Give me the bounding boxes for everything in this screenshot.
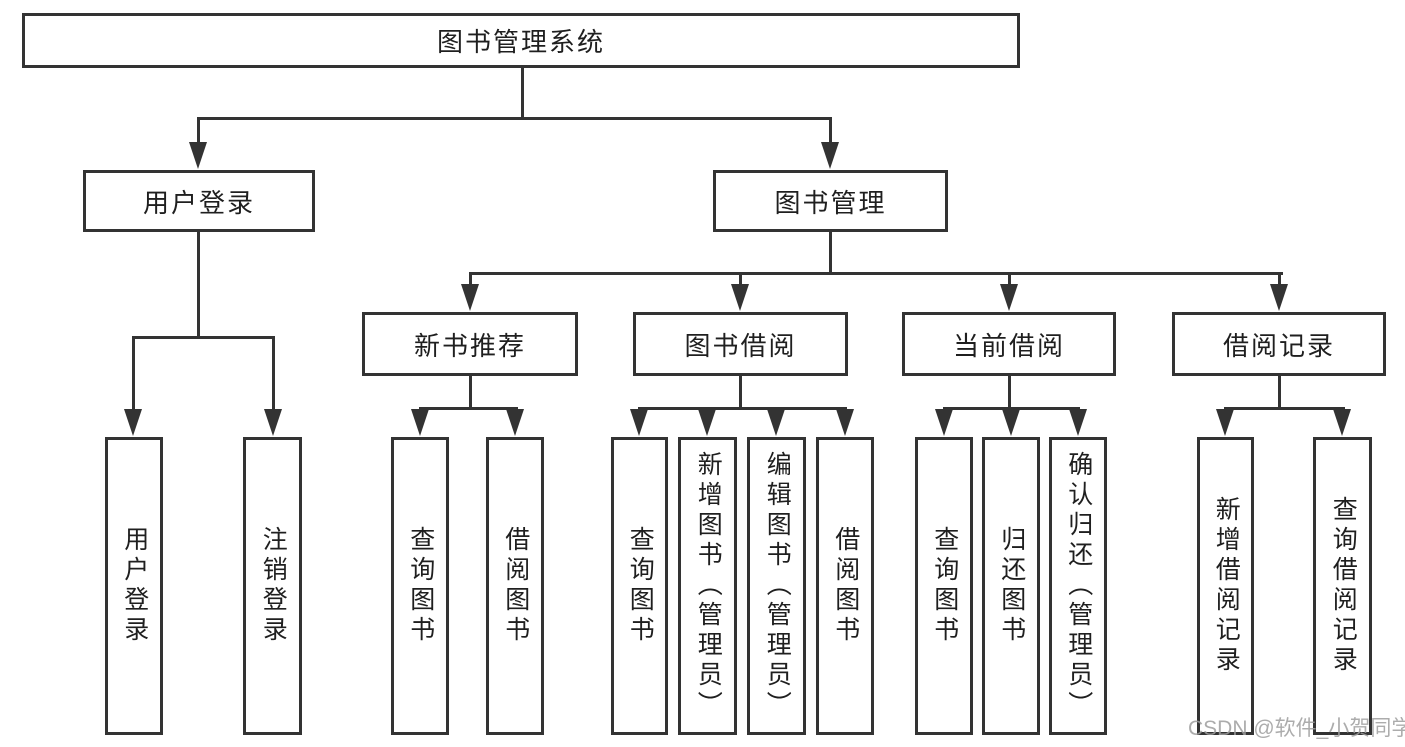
node-user-login-group: 用户登录 [83,170,315,232]
connector [1224,407,1345,410]
connector [1008,273,1011,287]
node-new-book-recommend: 新书推荐 [362,312,578,376]
arrow-down-icon [1069,409,1087,436]
node-label: 新增图书（管理员） [694,451,723,721]
leaf-edit-books-admin: 编辑图书（管理员） [747,437,806,735]
connector [132,338,135,412]
arrow-down-icon [935,409,953,436]
node-label: 新书推荐 [413,330,526,361]
leaf-borrow-books: 借阅图书 [816,437,874,735]
node-label: 注销登录 [259,526,288,646]
leaf-confirm-return-admin: 确认归还（管理员） [1049,437,1107,735]
connector [197,231,200,337]
node-book-management: 图书管理 [713,170,948,232]
node-label: 查询图书 [930,526,959,646]
node-label: 查询借阅记录 [1329,496,1358,676]
leaf-query-borrow-record: 查询借阅记录 [1313,437,1372,735]
connector [1278,375,1281,408]
arrow-down-icon [836,409,854,436]
arrow-down-icon [1216,409,1234,436]
node-root-library-management-system: 图书管理系统 [22,13,1020,68]
connector [638,407,847,410]
connector [132,336,275,339]
connector [272,338,275,412]
connector [829,118,832,146]
connector [197,117,832,120]
leaf-query-books: 查询图书 [915,437,973,735]
node-label: 查询图书 [626,526,655,646]
connector [419,407,518,410]
node-borrow-records: 借阅记录 [1172,312,1386,376]
leaf-query-books: 查询图书 [611,437,668,735]
csdn-watermark: CSDN @软件_小贺同学 [1188,717,1405,740]
node-label: 图书管理 [774,187,887,218]
arrow-down-icon [1000,284,1018,311]
node-label: 借阅记录 [1222,330,1335,361]
node-label: 当前借阅 [952,330,1065,361]
arrow-down-icon [461,284,479,311]
connector [521,67,524,119]
connector [469,272,1283,275]
node-label: 借阅图书 [501,526,530,646]
connector [739,375,742,408]
node-label: 用户登录 [142,187,255,218]
connector [1008,375,1011,408]
arrow-down-icon [1002,409,1020,436]
node-label: 新增借阅记录 [1212,496,1241,676]
node-label: 用户登录 [120,526,149,646]
connector [829,231,832,273]
arrow-down-icon [630,409,648,436]
connector [739,273,742,287]
arrow-down-icon [124,409,142,436]
connector [469,375,472,408]
leaf-return-books: 归还图书 [982,437,1040,735]
arrow-down-icon [506,409,524,436]
node-label: 归还图书 [997,526,1026,646]
connector [1278,273,1281,287]
node-label: 借阅图书 [831,526,860,646]
arrow-down-icon [698,409,716,436]
connector [943,407,1080,410]
leaf-add-books-admin: 新增图书（管理员） [678,437,737,735]
node-current-borrow: 当前借阅 [902,312,1116,376]
node-label: 编辑图书（管理员） [763,451,792,721]
connector [197,118,200,146]
node-book-borrow: 图书借阅 [633,312,848,376]
leaf-user-login: 用户登录 [105,437,163,735]
node-label: 确认归还（管理员） [1064,451,1093,721]
leaf-logout: 注销登录 [243,437,302,735]
arrow-down-icon [821,142,839,169]
leaf-query-books: 查询图书 [391,437,449,735]
arrow-down-icon [1270,284,1288,311]
arrow-down-icon [767,409,785,436]
connector [469,273,472,287]
arrow-down-icon [1333,409,1351,436]
leaf-add-borrow-record: 新增借阅记录 [1197,437,1254,735]
arrow-down-icon [731,284,749,311]
node-label: 查询图书 [406,526,435,646]
arrow-down-icon [189,142,207,169]
arrow-down-icon [264,409,282,436]
leaf-borrow-books: 借阅图书 [486,437,544,735]
node-label: 图书管理系统 [436,27,605,57]
node-label: 图书借阅 [684,330,797,361]
arrow-down-icon [411,409,429,436]
